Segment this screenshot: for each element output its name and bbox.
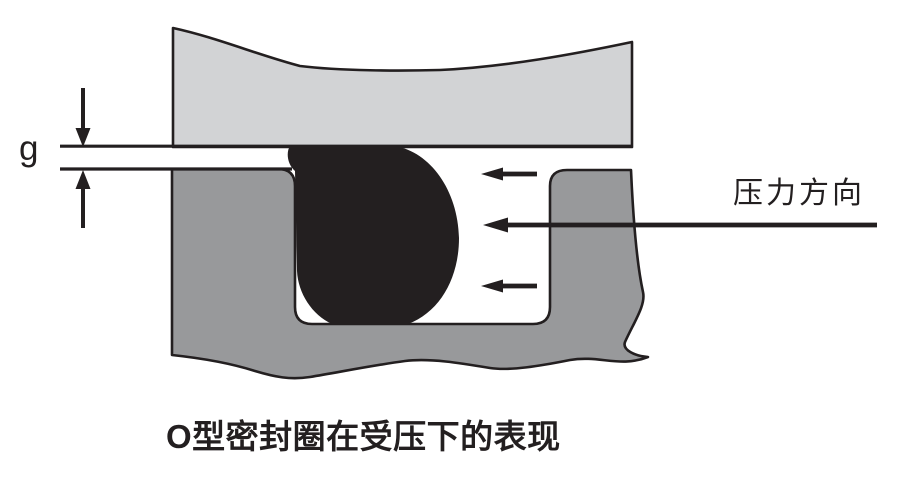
figure-caption: O型密封圈在受压下的表现 [166,418,561,455]
pressure-arrow-long [483,217,877,233]
gap-dimension-arrow-down [75,88,91,147]
gap-dimension-label: g [19,129,39,168]
pressure-direction-label: 压力方向 [733,177,865,210]
pressure-arrow-top [481,167,537,181]
gap-dimension-arrow-up [75,170,91,228]
o-ring [287,146,459,324]
upper-block [171,26,634,149]
lower-block [170,167,650,380]
pressure-arrow-bottom [481,279,537,293]
